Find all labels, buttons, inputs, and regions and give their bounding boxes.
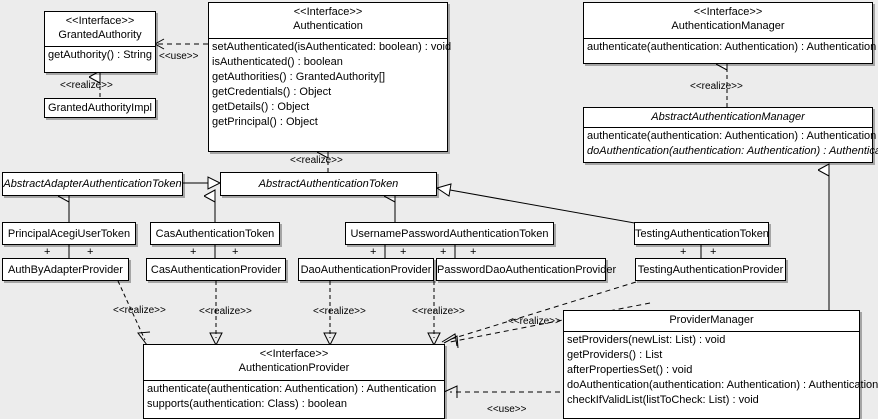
class-box-granted-authority[interactable]: <<Interface>> GrantedAuthority getAuthor… <box>44 11 156 73</box>
association-plus-marker: + <box>680 246 687 258</box>
class-header-provider-manager: ProviderManager <box>564 311 859 332</box>
class-name-authentication: Authentication <box>293 20 363 32</box>
association-plus-marker: + <box>232 246 239 258</box>
class-box-authentication-provider[interactable]: <<Interface>> AuthenticationProvider aut… <box>143 344 445 419</box>
association-plus-marker: + <box>87 246 94 258</box>
class-name-granted-authority: GrantedAuthority <box>58 29 142 41</box>
edge-label-realize-auth-by-adapter: <<realize>> <box>113 305 166 316</box>
member-get-principal: getPrincipal() : Object <box>212 116 318 128</box>
class-box-cas-authentication-token[interactable]: CasAuthenticationToken <box>150 222 280 245</box>
class-header-abstract-authentication-manager: AbstractAuthenticationManager <box>584 108 872 128</box>
member-is-authenticated: isAuthenticated() : boolean <box>212 56 343 68</box>
member-do-authentication: doAuthentication(authentication: Authent… <box>587 145 878 157</box>
class-box-cas-authentication-provider[interactable]: CasAuthenticationProvider <box>146 258 286 281</box>
class-box-testing-authentication-provider[interactable]: TestingAuthenticationProvider <box>635 258 786 281</box>
member-check-if-valid-list: checkIfValidList(listToCheck: List) : vo… <box>567 394 759 406</box>
members-authentication-manager: authenticate(authentication: Authenticat… <box>584 39 877 56</box>
class-name-provider-manager: ProviderManager <box>669 314 754 326</box>
association-plus-marker: + <box>440 246 447 258</box>
member-set-providers: setProviders(newList: List) : void <box>567 334 726 346</box>
edge-label-realize-password-dao-provider: <<realize>> <box>412 306 465 317</box>
members-abstract-authentication-manager: authenticate(authentication: Authenticat… <box>584 128 878 160</box>
class-box-testing-authentication-token[interactable]: TestingAuthenticationToken <box>634 222 769 245</box>
class-box-dao-authentication-provider[interactable]: DaoAuthenticationProvider <box>298 258 434 281</box>
association-plus-marker: + <box>400 246 407 258</box>
member-get-details: getDetails() : Object <box>212 101 310 113</box>
association-plus-marker: + <box>190 246 197 258</box>
member-authenticate: authenticate(authentication: Authenticat… <box>587 130 877 142</box>
edge-label-realize-granted-authority-impl: <<realize>> <box>60 80 113 91</box>
class-header-authentication-manager: <<Interface>> AuthenticationManager <box>584 3 872 39</box>
member-after-properties-set: afterPropertiesSet() : void <box>567 364 693 376</box>
association-plus-marker: + <box>370 246 377 258</box>
association-plus-marker: + <box>44 246 51 258</box>
class-box-abstract-adapter-authentication-token[interactable]: AbstractAdapterAuthenticationToken <box>2 172 183 196</box>
edge-label-realize-provider-manager: <<realize>> <box>508 316 561 327</box>
class-box-abstract-authentication-token[interactable]: AbstractAuthenticationToken <box>220 172 437 196</box>
class-name-authentication-provider: AuthenticationProvider <box>238 362 350 374</box>
edge-label-use-granted-authority: <<use>> <box>159 51 199 62</box>
association-plus-marker: + <box>710 246 717 258</box>
members-authentication-provider: authenticate(authentication: Authenticat… <box>144 381 444 413</box>
edge-label-use-provider-manager: <<use>> <box>487 404 527 415</box>
member-get-providers: getProviders() : List <box>567 349 663 361</box>
class-box-password-dao-authentication-provider[interactable]: PasswordDaoAuthenticationProvider <box>436 258 616 281</box>
member-authenticate: authenticate(authentication: Authenticat… <box>587 41 877 53</box>
member-set-authenticated: setAuthenticated(isAuthenticated: boolea… <box>212 41 452 53</box>
class-box-granted-authority-impl[interactable]: GrantedAuthorityImpl <box>44 98 156 118</box>
stereotype-interface: <<Interface>> <box>693 6 763 18</box>
member-authenticate: authenticate(authentication: Authenticat… <box>147 383 437 395</box>
member-get-authority: getAuthority() : String <box>48 49 152 61</box>
member-do-authentication: doAuthentication(authentication: Authent… <box>567 379 878 391</box>
class-box-principal-acegi-user-token[interactable]: PrincipalAcegiUserToken <box>2 222 136 245</box>
edge-label-realize-abstract-authentication-token: <<realize>> <box>290 155 343 166</box>
stereotype-interface: <<Interface>> <box>293 6 363 18</box>
edge-label-realize-abstract-authentication-manager: <<realize>> <box>690 81 743 92</box>
stereotype-interface: <<Interface>> <box>259 348 329 360</box>
member-get-authorities: getAuthorities() : GrantedAuthority[] <box>212 71 386 83</box>
class-header-authentication: <<Interface>> Authentication <box>209 3 447 39</box>
members-authentication: setAuthenticated(isAuthenticated: boolea… <box>209 39 452 131</box>
edge-label-realize-cas-provider: <<realize>> <box>199 306 252 317</box>
class-box-username-password-authentication-token[interactable]: UsernamePasswordAuthenticationToken <box>345 222 554 245</box>
member-get-credentials: getCredentials() : Object <box>212 86 332 98</box>
class-header-granted-authority: <<Interface>> GrantedAuthority <box>45 12 155 47</box>
class-name-abstract-authentication-manager: AbstractAuthenticationManager <box>651 111 805 123</box>
class-header-authentication-provider: <<Interface>> AuthenticationProvider <box>144 345 444 381</box>
members-provider-manager: setProviders(newList: List) : void getPr… <box>564 332 878 409</box>
class-box-authentication-manager[interactable]: <<Interface>> AuthenticationManager auth… <box>583 2 877 64</box>
members-granted-authority: getAuthority() : String <box>45 47 155 64</box>
class-box-provider-manager[interactable]: ProviderManager setProviders(newList: Li… <box>563 310 878 419</box>
member-supports: supports(authentication: Class) : boolea… <box>147 398 347 410</box>
class-box-auth-by-adapter-provider[interactable]: AuthByAdapterProvider <box>2 258 129 281</box>
class-box-authentication[interactable]: <<Interface>> Authentication setAuthenti… <box>208 2 452 152</box>
association-plus-marker: + <box>470 246 477 258</box>
stereotype-interface: <<Interface>> <box>65 15 135 27</box>
edge-label-realize-dao-provider: <<realize>> <box>313 306 366 317</box>
class-name-authentication-manager: AuthenticationManager <box>671 20 785 32</box>
class-box-abstract-authentication-manager[interactable]: AbstractAuthenticationManager authentica… <box>583 107 878 163</box>
